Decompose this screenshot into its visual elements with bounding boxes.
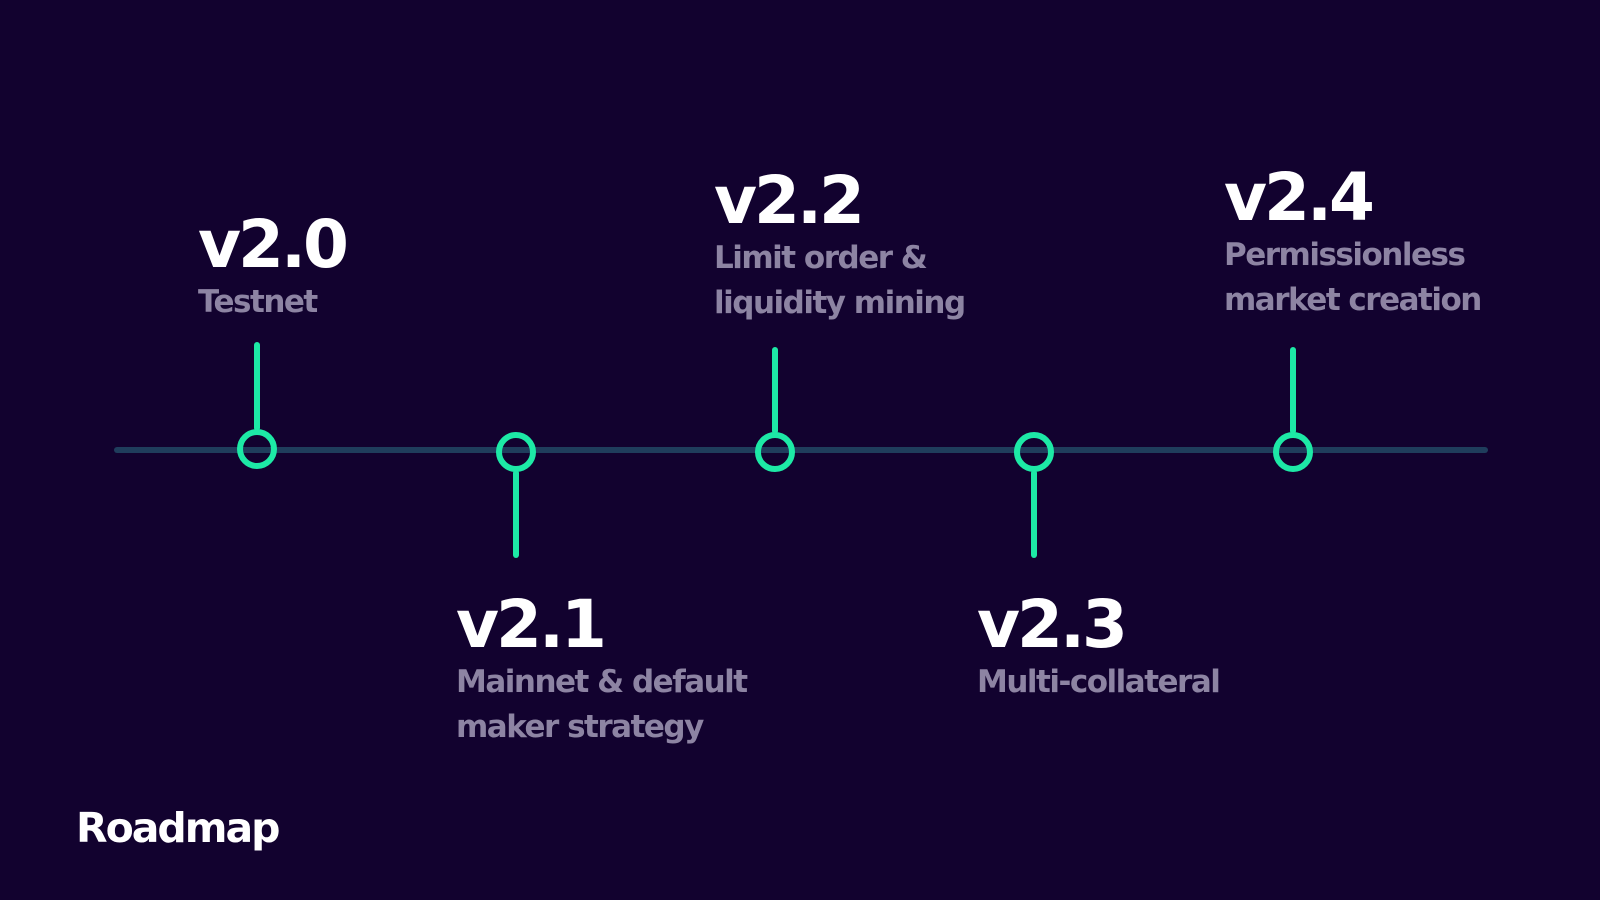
milestone-v2-3: v2.3 Multi-collateral [977, 586, 1221, 705]
milestone-description-line: maker strategy [456, 709, 704, 745]
milestone-version: v2.3 [977, 586, 1128, 663]
milestone-v2-4: v2.4 Permissionless market creation [1224, 159, 1482, 323]
milestone-node-v2-2 [755, 432, 795, 472]
roadmap-title: Roadmap [76, 804, 280, 852]
milestone-v2-2: v2.2 Limit order & liquidity mining [714, 162, 966, 326]
milestone-version: v2.4 [1224, 159, 1375, 236]
milestone-description-line: Testnet [198, 284, 318, 320]
milestone-node-v2-0 [237, 429, 277, 469]
milestone-node-v2-3 [1014, 432, 1054, 472]
milestone-description-line: market creation [1224, 282, 1482, 318]
milestone-description-line: Limit order & [714, 240, 928, 276]
milestone-description-line: Mainnet & default [456, 664, 748, 700]
milestone-version: v2.0 [198, 206, 349, 283]
milestone-v2-0: v2.0 Testnet [198, 206, 349, 325]
milestone-version: v2.1 [456, 586, 607, 663]
milestone-description-line: liquidity mining [714, 285, 966, 321]
milestone-node-v2-4 [1273, 432, 1313, 472]
milestone-version: v2.2 [714, 162, 865, 239]
milestone-description-line: Multi-collateral [977, 664, 1221, 700]
milestone-v2-1: v2.1 Mainnet & default maker strategy [456, 586, 748, 750]
milestone-node-v2-1 [496, 432, 536, 472]
milestone-description-line: Permissionless [1224, 237, 1466, 273]
